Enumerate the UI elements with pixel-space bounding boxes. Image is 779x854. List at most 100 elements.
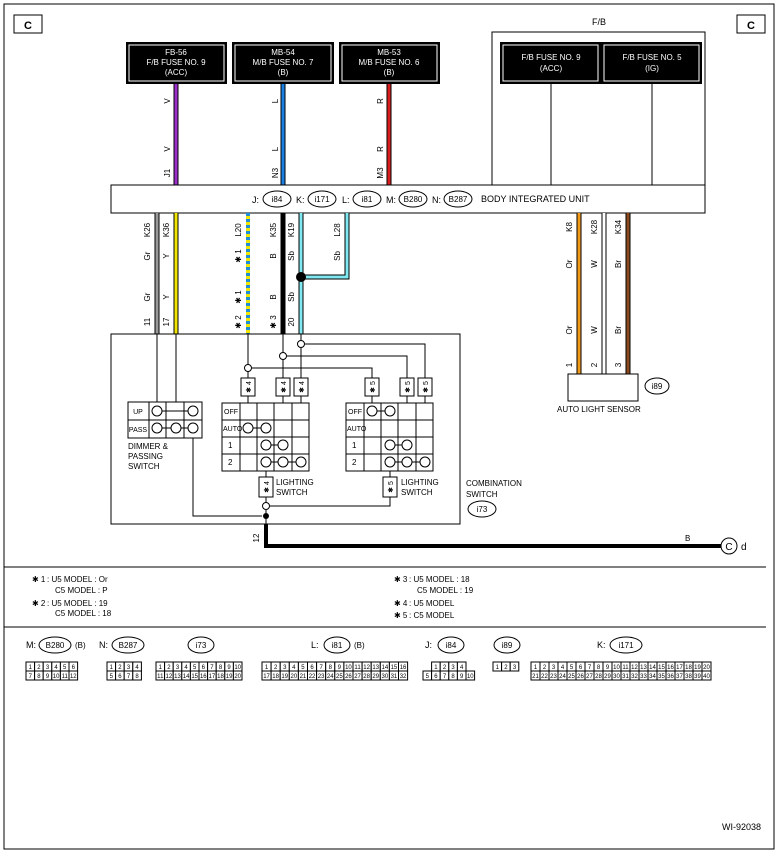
connector-pin-number: 18 [217, 674, 224, 680]
svg-text:Br: Br [614, 260, 623, 268]
fuse-fb56: FB-56 F/B FUSE NO. 9 (ACC) [126, 42, 227, 84]
connector-code-oval [187, 636, 215, 654]
connector-pin-number: 35 [658, 674, 665, 680]
connector-pin-number: 11 [622, 665, 629, 671]
connector-code: i89 [502, 641, 513, 650]
connector-pin-number: 4 [54, 665, 58, 671]
sensor-wires [576, 213, 631, 374]
connector-pin-number: 15 [191, 674, 198, 680]
fuse-fb5: F/B FUSE NO. 5 (IG) [601, 42, 702, 84]
connector-pin-number: 9 [338, 665, 342, 671]
combo-junctions [244, 340, 305, 519]
connector-pin-number: 21 [300, 674, 307, 680]
svg-text:1: 1 [228, 441, 233, 450]
svg-text:Br: Br [614, 326, 623, 334]
svg-text:C5 MODEL : 18: C5 MODEL : 18 [55, 609, 112, 618]
svg-text:✱ 5: ✱ 5 [422, 381, 430, 393]
connector-pin [68, 670, 79, 681]
svg-text:L28: L28 [333, 223, 342, 237]
connector-code-oval [609, 636, 643, 654]
connector-pin-number: 4 [184, 665, 188, 671]
wire-r-color: R [376, 98, 385, 104]
connector-pin-number: 7 [443, 674, 447, 680]
svg-text:PASS: PASS [129, 427, 147, 434]
connector-code: i84 [446, 641, 457, 650]
svg-text:Y: Y [162, 294, 171, 300]
fb-label: F/B [592, 17, 606, 27]
connector-pin-number: 8 [329, 665, 333, 671]
connector-pin-number: 16 [667, 665, 674, 671]
sensor-code-oval [644, 377, 670, 395]
connector-pin-number: 9 [46, 674, 50, 680]
connector-pin [465, 670, 476, 681]
connector-pin-number: 14 [649, 665, 656, 671]
connector-pin-number: 36 [667, 674, 674, 680]
connector-pin-number: 9 [460, 674, 464, 680]
svg-text:(IG): (IG) [645, 64, 659, 73]
connector-pin [132, 670, 142, 681]
svg-text:B: B [269, 253, 278, 258]
svg-text:K35: K35 [269, 222, 278, 237]
connector-pin-number: 8 [135, 674, 139, 680]
connector-pin-number: 20 [234, 674, 241, 680]
svg-text:K:: K: [296, 195, 305, 205]
connector-pin [509, 661, 520, 672]
svg-text:PASSING: PASSING [128, 452, 163, 461]
connector-pin-number: 8 [597, 665, 601, 671]
svg-text:W: W [590, 260, 599, 268]
sensor-code: i89 [652, 382, 663, 391]
connector-pin-number: 22 [309, 674, 316, 680]
fuse-mb54: MB-54 M/B FUSE NO. 7 (B) [232, 42, 334, 84]
connector-pin-number: 3 [283, 665, 287, 671]
connector-pin-number: 14 [382, 665, 389, 671]
connector-prefix: M: [26, 640, 36, 650]
svg-text:i84: i84 [272, 195, 283, 204]
connector-pin-number: 3 [127, 665, 131, 671]
combo-code: i73 [477, 505, 488, 514]
lighting-switch-c5: OFF AUTO 1 2 LIGHTING SWITCH [345, 402, 439, 497]
connector-pin-number: 39 [694, 674, 701, 680]
connector-pin-number: 31 [391, 674, 398, 680]
svg-text:SWITCH: SWITCH [276, 488, 308, 497]
connector-pin-number: 11 [157, 674, 164, 680]
svg-text:K8: K8 [565, 222, 574, 232]
connector-code-oval [323, 636, 351, 654]
connector-pin-number: 1 [29, 665, 33, 671]
svg-text:✱ 2: ✱ 2 [32, 599, 46, 608]
connector-pin-number: 12 [631, 665, 638, 671]
lighting-switch-u5: OFF AUTO 1 2 LIGHTING SWITCH [221, 402, 314, 497]
connector-pin [232, 670, 243, 681]
svg-text:M:: M: [386, 195, 396, 205]
connector-pin-number: 16 [200, 674, 207, 680]
connector-pin-number: 2 [118, 665, 122, 671]
connector-pin-number: 40 [703, 674, 710, 680]
connector-c-box-left [13, 14, 43, 34]
svg-text:(ACC): (ACC) [165, 68, 188, 77]
connector-pin-number: 6 [579, 665, 583, 671]
notes: ✱ 1 : U5 MODEL : Or C5 MODEL : P ✱ 2 : U… [32, 575, 474, 620]
svg-text:✱ 5: ✱ 5 [394, 611, 408, 620]
connector-pin-number: 11 [62, 674, 69, 680]
connector-pin-number: 24 [559, 674, 566, 680]
connector-pin-number: 7 [210, 665, 214, 671]
svg-text:K34: K34 [614, 219, 623, 234]
svg-text:✱ 1: ✱ 1 [234, 249, 243, 263]
star-boxes: ✱ 4 ✱ 4 ✱ 4 ✱ 5 ✱ 5 ✱ 5 ✱ 4 ✱ 5 [240, 377, 433, 498]
connector-pin-number: 22 [541, 674, 548, 680]
connector-pin-number: 3 [451, 665, 455, 671]
svg-text:Or: Or [565, 259, 574, 268]
connector-pin-number: 5 [570, 665, 574, 671]
connector-code-oval [111, 636, 145, 654]
svg-text:: U5 MODEL : 18: : U5 MODEL : 18 [409, 575, 470, 584]
connector-pin-number: 26 [345, 674, 352, 680]
connector-pin-number: 5 [193, 665, 197, 671]
combo-name-l2: SWITCH [466, 490, 498, 499]
svg-text:2: 2 [352, 458, 357, 467]
svg-text:W: W [590, 326, 599, 334]
connector-pin-number: 3 [46, 665, 50, 671]
connector-c-box-right [736, 14, 766, 34]
connector-pin-number: 17 [209, 674, 216, 680]
connector-pin-number: 3 [513, 665, 517, 671]
